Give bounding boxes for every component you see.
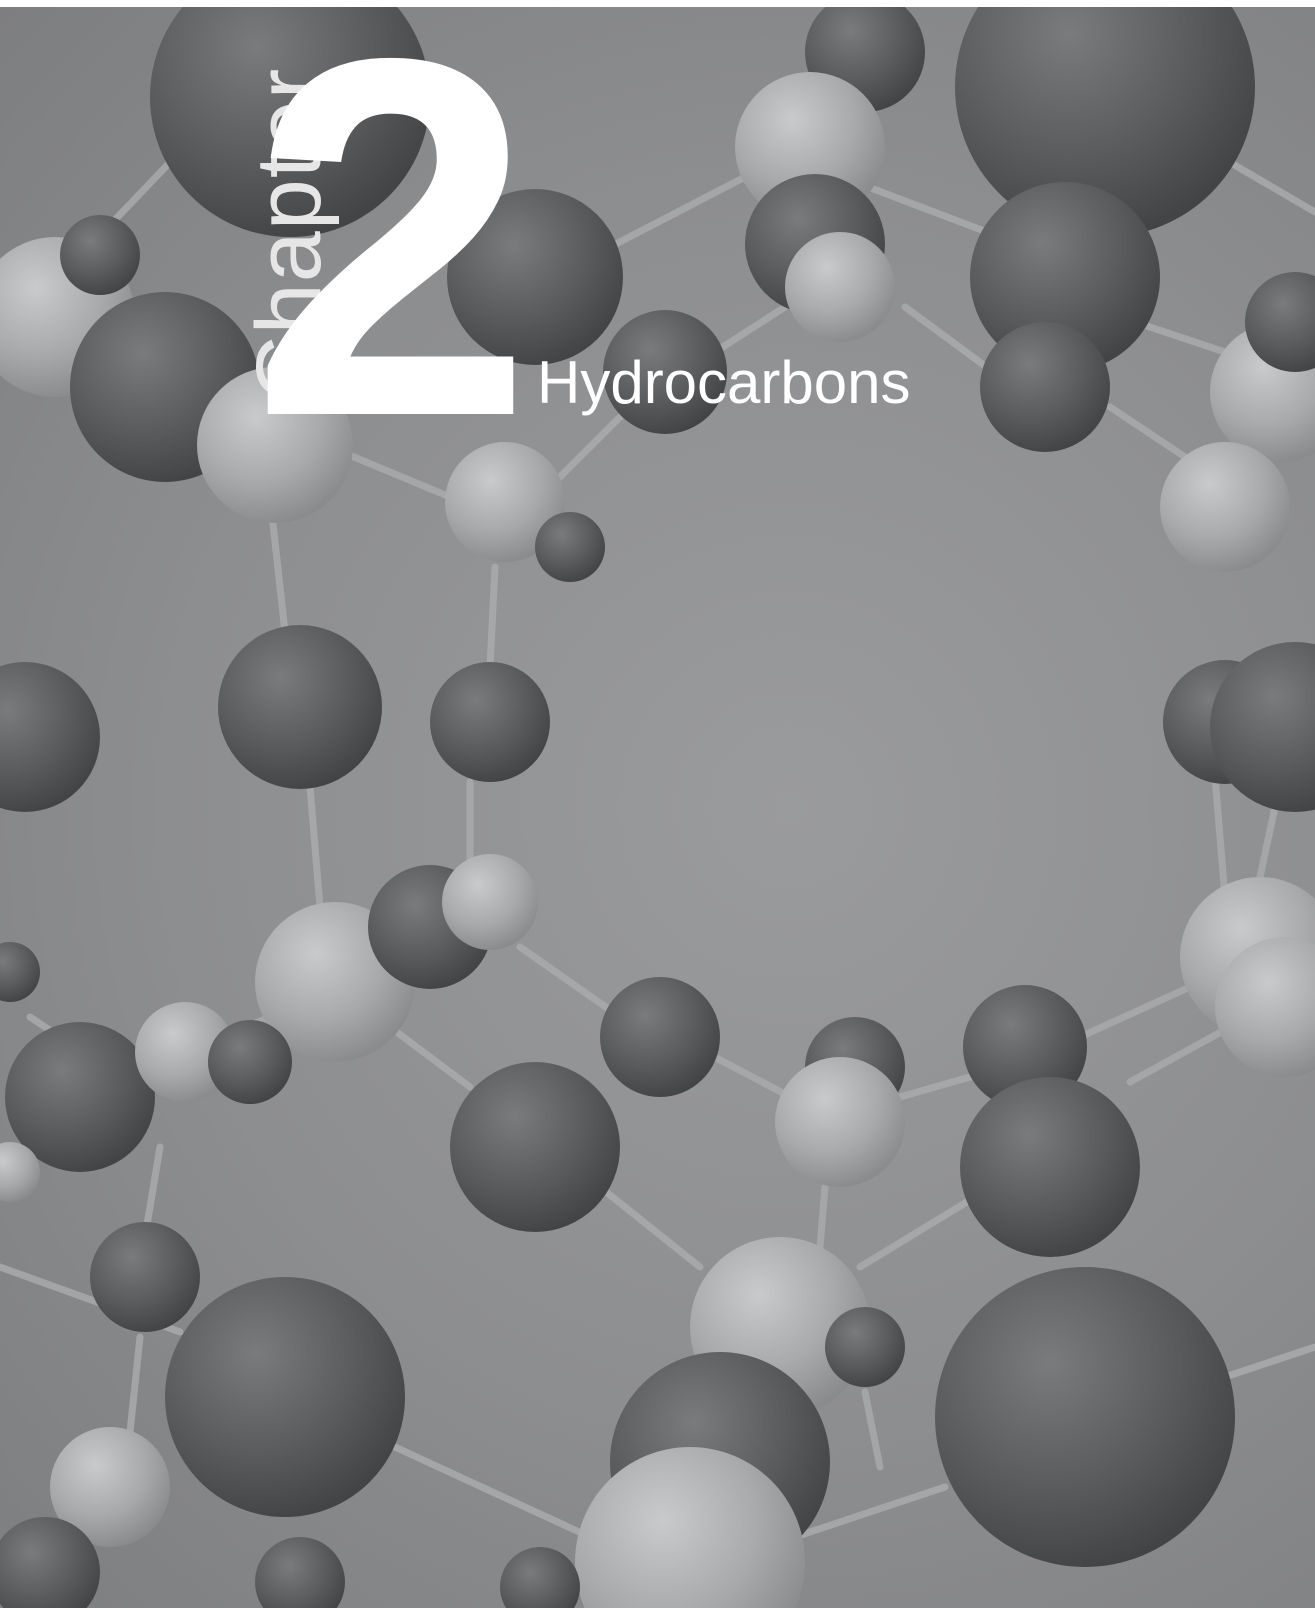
bond-stick [386, 1023, 474, 1091]
dark-atom-sphere [825, 1307, 905, 1387]
dark-atom-sphere [600, 977, 720, 1097]
chapter-number: 2 [250, 0, 534, 523]
dark-atom-sphere [150, 7, 430, 237]
light-atom-sphere [0, 1142, 40, 1202]
bond-stick [1126, 1023, 1234, 1086]
light-atom-sphere [575, 1447, 805, 1608]
bond-stick [711, 303, 789, 356]
bond-stick [126, 1333, 144, 1436]
bond-stick [856, 1193, 979, 1271]
dark-atom-sphere [935, 1267, 1235, 1567]
bond-stick [896, 1073, 974, 1101]
dark-atom-sphere [1210, 642, 1315, 812]
bond-stick [306, 783, 324, 911]
light-atom-sphere [785, 232, 895, 342]
dark-atom-sphere [1245, 272, 1315, 372]
light-atom-sphere [442, 854, 538, 950]
dark-atom-sphere [960, 1077, 1140, 1257]
light-atom-sphere [1160, 442, 1290, 572]
chapter-title: Hydrocarbons [537, 349, 911, 416]
bond-stick [391, 1443, 594, 1541]
bond-stick [861, 1388, 884, 1471]
dark-atom-sphere [60, 215, 140, 295]
dark-atom-sphere [970, 182, 1160, 372]
light-atom-sphere [197, 367, 353, 523]
light-atom-sphere [775, 1057, 905, 1187]
dark-atom-sphere [603, 310, 727, 434]
dark-atom-sphere [255, 1537, 345, 1608]
dark-atom-sphere [447, 189, 623, 365]
light-atom-sphere [50, 1427, 170, 1547]
dark-atom-sphere [218, 625, 382, 789]
dark-atom-sphere [208, 1020, 292, 1104]
dark-atom-sphere [500, 1547, 580, 1608]
bond-stick [516, 943, 624, 1021]
bond-stick [1076, 983, 1194, 1041]
light-atom-sphere [135, 1002, 235, 1102]
bond-stick [791, 1483, 949, 1541]
dark-atom-sphere [5, 1022, 155, 1172]
dark-atom-sphere [165, 1277, 405, 1517]
dark-atom-sphere [0, 1517, 100, 1608]
dark-atom-sphere [980, 322, 1110, 452]
bond-stick [1211, 773, 1229, 901]
bond-stick [816, 1183, 829, 1251]
molecular-model-photo [0, 7, 1315, 1608]
dark-atom-sphere [90, 1222, 200, 1332]
dark-atom-sphere [955, 7, 1255, 237]
bond-stick [141, 1143, 164, 1241]
light-atom-sphere [1215, 937, 1315, 1077]
bond-stick [606, 173, 749, 251]
bond-stick [556, 413, 624, 481]
bond-stick [851, 178, 1004, 241]
dark-atom-sphere [0, 942, 40, 1002]
dark-atom-sphere [450, 1062, 620, 1232]
dark-atom-sphere [535, 512, 605, 582]
molecule-illustration [0, 7, 1315, 1608]
bond-stick [486, 563, 499, 671]
bond-stick [596, 1183, 704, 1271]
light-atom-sphere [445, 442, 565, 562]
dark-atom-sphere [430, 662, 550, 782]
bond-stick [1256, 803, 1279, 881]
dark-atom-sphere [0, 662, 100, 812]
atom-spheres [0, 7, 1315, 1608]
